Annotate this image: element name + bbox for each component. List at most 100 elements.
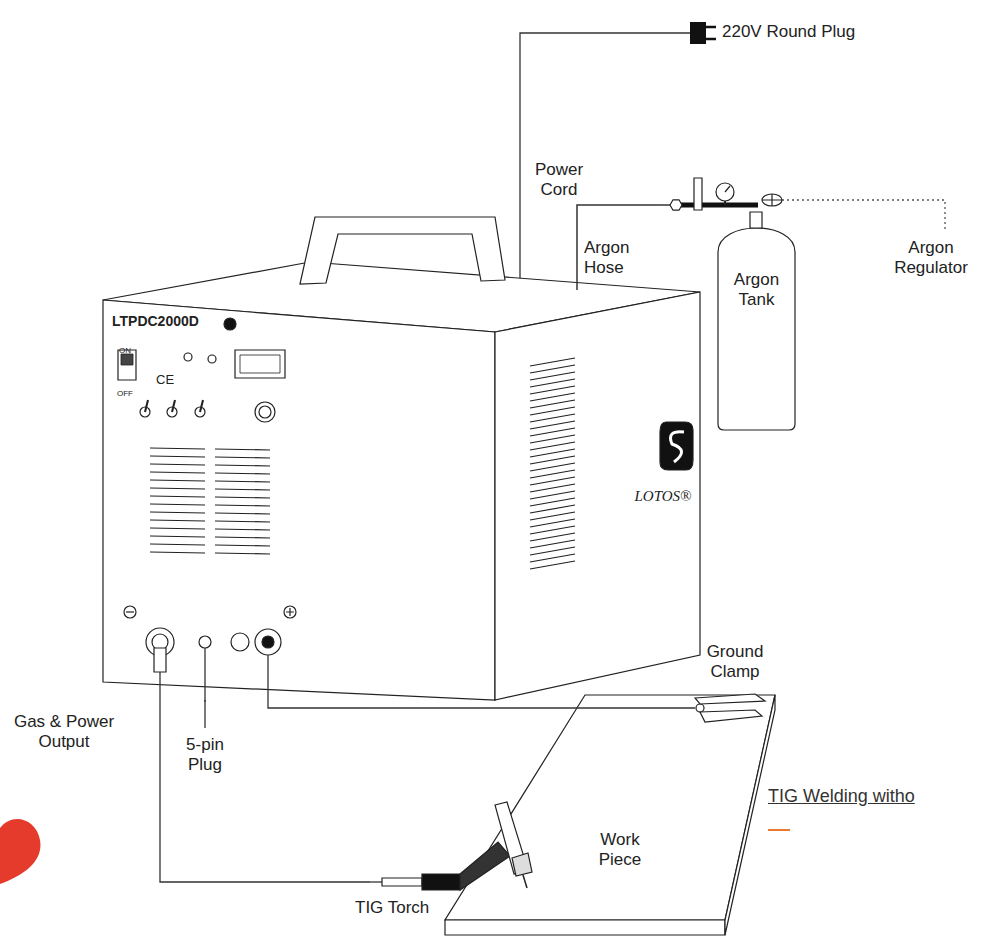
ground-cable xyxy=(268,702,370,708)
vent-slot xyxy=(215,545,270,546)
vent-slat xyxy=(530,400,575,408)
label-holder: Gas & Power Output xyxy=(4,712,124,751)
vent-slat xyxy=(530,435,575,443)
indicator-lamp xyxy=(208,355,216,363)
argon-hose xyxy=(576,262,578,290)
flowmeter-tube xyxy=(694,178,702,210)
toggle-lever xyxy=(200,400,203,412)
vent-slot xyxy=(150,544,205,545)
vent-slat xyxy=(530,561,575,569)
work-piece-outline xyxy=(370,690,780,940)
text-holder: CE xyxy=(156,370,174,388)
power-cord xyxy=(520,33,690,290)
brand-emblem xyxy=(660,422,693,470)
gas-cylinder xyxy=(718,228,795,430)
vent-slot xyxy=(215,473,270,474)
text-holder: Work Piece xyxy=(585,830,655,869)
gas-socket xyxy=(231,633,249,651)
vent-slot xyxy=(215,497,270,498)
vent-slot xyxy=(150,472,205,473)
gauge-stem xyxy=(724,201,726,205)
vent-slot xyxy=(215,521,270,522)
clamp-jaw xyxy=(695,694,765,704)
switch-off-mark: OFF xyxy=(117,389,133,398)
heading: TIG Welding witho xyxy=(768,786,915,807)
vent-slot xyxy=(215,489,270,490)
vent-slat xyxy=(530,358,575,366)
vent-slat xyxy=(530,477,575,485)
torch-cup xyxy=(512,853,532,876)
torch-cable xyxy=(160,702,370,882)
machine-front xyxy=(103,300,495,700)
five-pin-cable xyxy=(204,700,205,728)
toggle-lever xyxy=(145,400,148,412)
vent-slot xyxy=(150,512,205,513)
ground-cable xyxy=(267,655,268,702)
vent-slat xyxy=(530,491,575,499)
argon-tank-outline xyxy=(650,170,800,432)
minus-sign xyxy=(126,611,134,612)
model-name: LTPDC2000D xyxy=(112,313,199,329)
text-holder: ON xyxy=(119,339,131,357)
vent-slot xyxy=(150,488,205,489)
machine-side xyxy=(495,292,700,700)
label-holder: 220V Round Plug xyxy=(722,22,855,42)
vent-slat xyxy=(530,428,575,436)
valve-wheel xyxy=(762,194,782,206)
negative-terminal-mark xyxy=(124,606,136,618)
vent-slat xyxy=(530,484,575,492)
edge-label-holder: Argon Hose xyxy=(584,238,644,277)
plate-side xyxy=(725,695,775,935)
vent-slot xyxy=(150,520,205,521)
hose-stub xyxy=(650,204,670,206)
vent-slot xyxy=(150,464,205,465)
display-window xyxy=(240,355,280,373)
torch-cable xyxy=(159,672,160,702)
text-holder: LOTOS® xyxy=(628,488,698,505)
power-switch-rocker xyxy=(121,354,133,365)
five-pin-cable xyxy=(204,648,205,702)
toggle-lever xyxy=(172,400,175,412)
maker-logo xyxy=(224,318,236,330)
vent-slat xyxy=(530,393,575,401)
regulator-body xyxy=(672,203,758,208)
label-holder: TIG Torch xyxy=(355,898,429,918)
vent-slat xyxy=(530,449,575,457)
hose-label: Argon Hose xyxy=(584,238,644,277)
vent-slot xyxy=(150,504,205,505)
vent-slot xyxy=(150,496,205,497)
torch-neck xyxy=(460,842,510,890)
vent-slat xyxy=(530,456,575,464)
plate-top xyxy=(445,695,775,920)
vent-slat xyxy=(530,414,575,422)
current-knob-cap xyxy=(259,406,271,418)
current-knob xyxy=(255,402,275,422)
vent-slot xyxy=(215,449,270,450)
power-plug xyxy=(690,22,706,44)
torch-hose-end xyxy=(382,878,422,886)
clamp-label: Ground Clamp xyxy=(702,642,768,681)
torch-plug xyxy=(154,648,166,672)
vent-slot xyxy=(150,528,205,529)
vent-slat xyxy=(530,407,575,415)
vent-slat xyxy=(530,463,575,471)
clamp-jaw xyxy=(700,710,762,722)
ground-socket xyxy=(255,629,281,655)
vent-slat xyxy=(530,442,575,450)
cylinder-neck xyxy=(750,212,762,228)
plate-front xyxy=(445,920,725,935)
welder-machine: LTPDC2000D ON OFF CE LOTOS® xyxy=(100,262,700,702)
vent-slat xyxy=(530,554,575,562)
vent-slot xyxy=(215,457,270,458)
vent-slat xyxy=(530,386,575,394)
ground-cable xyxy=(370,707,695,708)
regulator-leader xyxy=(782,200,945,232)
label-holder: Ground Clamp xyxy=(702,642,768,681)
heading-holder: TIG Welding witho xyxy=(768,786,915,807)
switch-on-mark: ON xyxy=(119,346,131,355)
output-label: Gas & Power Output xyxy=(4,712,124,751)
vent-slot xyxy=(215,537,270,538)
clamp-hinge xyxy=(696,704,704,712)
corner-logo xyxy=(0,819,40,884)
vent-slot xyxy=(215,553,270,554)
